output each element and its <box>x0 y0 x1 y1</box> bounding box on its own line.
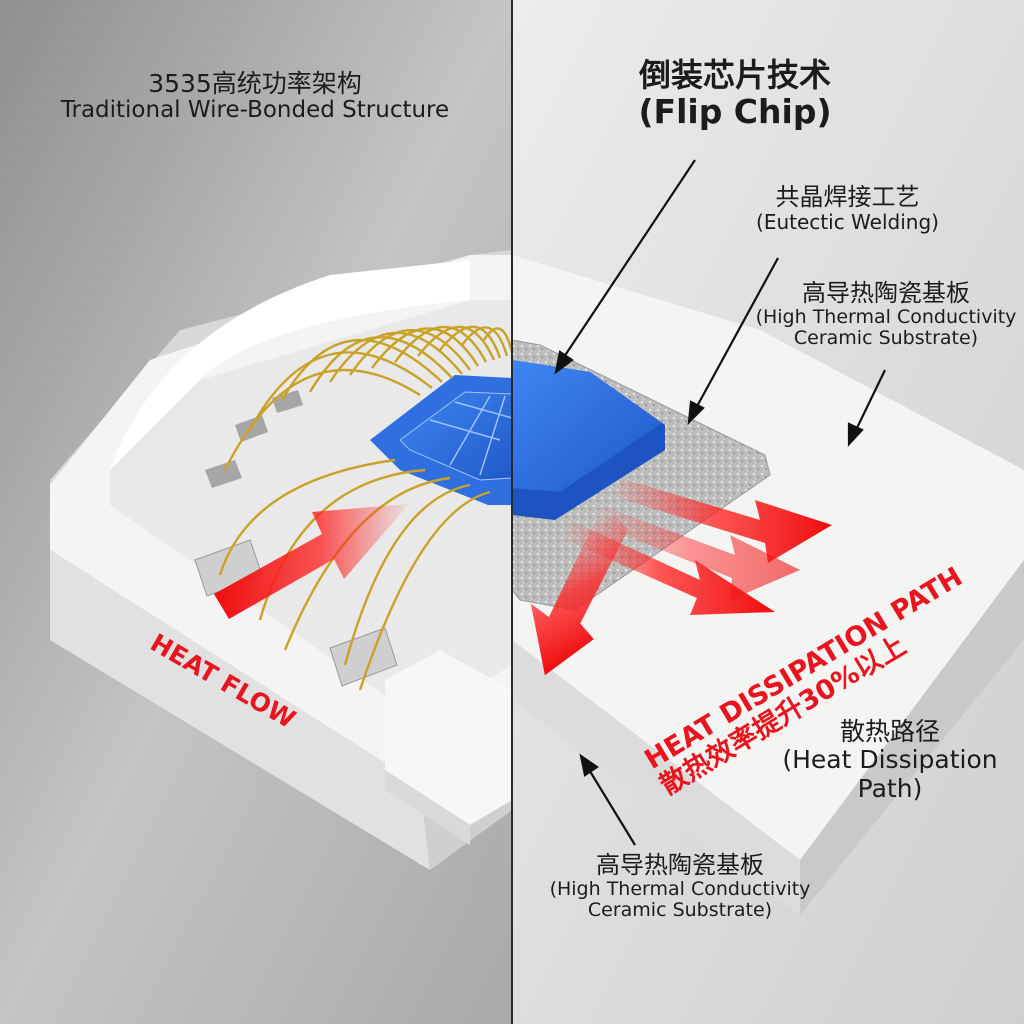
pointer-eutectic <box>694 257 779 411</box>
heat-flow-arrow <box>214 504 409 619</box>
dissipation-path-en2: Path) <box>857 773 923 803</box>
package-cavity <box>110 300 512 720</box>
traditional-structure-label: 3535高统功率架构 Traditional Wire-Bonded Struc… <box>40 70 470 124</box>
traditional-structure-zh: 3535高统功率架构 <box>148 69 362 98</box>
ceramic-substrate-front <box>512 640 800 915</box>
bond-pad <box>205 460 242 488</box>
ceramic-substrate-top-en1: (High Thermal Conductivity <box>755 305 1017 328</box>
ceramic-substrate-bottom-en1: (High Thermal Conductivity <box>549 877 811 900</box>
ceramic-substrate-top-en2: Ceramic Substrate) <box>793 327 979 350</box>
flip-chip-title-zh: 倒装芯片技术 <box>638 56 831 94</box>
heat-dissipation-arrow <box>596 505 800 600</box>
arrowhead-icon <box>554 350 574 375</box>
lead-pad <box>329 627 398 687</box>
flip-chip-title-en: (Flip Chip) <box>638 91 832 131</box>
eutectic-welding-zh: 共晶焊接工艺 <box>775 183 920 211</box>
package-corner-block <box>385 650 512 825</box>
heat-dissipation-arrow <box>615 478 832 563</box>
ceramic-substrate-bottom-en2: Ceramic Substrate) <box>587 899 773 922</box>
eutectic-welding-label: 共晶焊接工艺 (Eutectic Welding) <box>735 183 960 234</box>
cavity-back-wall <box>110 260 470 470</box>
traditional-structure-en: Traditional Wire-Bonded Structure <box>60 97 450 123</box>
dissipation-path-label: 散热路径 (Heat Dissipation Path) <box>770 718 1010 804</box>
gold-bond-wires <box>218 325 514 691</box>
flip-chip-title: 倒装芯片技术 (Flip Chip) <box>620 56 850 131</box>
pointer-arrows <box>554 159 886 846</box>
ceramic-substrate-side <box>800 560 1024 915</box>
ceramic-substrate-top-zh: 高导热陶瓷基板 <box>802 279 970 307</box>
pointer-ceramic-top <box>854 369 886 433</box>
ceramic-substrate-label-top: 高导热陶瓷基板 (High Thermal Conductivity Ceram… <box>752 280 1020 349</box>
pointer-ceramic-bottom <box>587 767 636 846</box>
arrowhead-icon <box>847 422 864 447</box>
flip-chip-package <box>511 255 1024 915</box>
dissipation-path-zh: 散热路径 <box>839 717 940 746</box>
flip-chip-top <box>512 360 662 492</box>
dissipation-path-en1: (Heat Dissipation <box>782 745 998 774</box>
wire-bonded-package <box>50 250 514 870</box>
arrowhead-icon <box>579 753 599 777</box>
heat-dissipation-arrow <box>566 520 775 615</box>
package-front-wall <box>50 550 430 870</box>
arrowhead-icon <box>687 400 705 425</box>
eutectic-welding-en: (Eutectic Welding) <box>756 209 939 234</box>
pointer-flip-chip <box>561 159 696 361</box>
ceramic-substrate-label-bottom: 高导热陶瓷基板 (High Thermal Conductivity Ceram… <box>535 852 825 921</box>
ceramic-substrate-bottom-zh: 高导热陶瓷基板 <box>596 851 764 879</box>
